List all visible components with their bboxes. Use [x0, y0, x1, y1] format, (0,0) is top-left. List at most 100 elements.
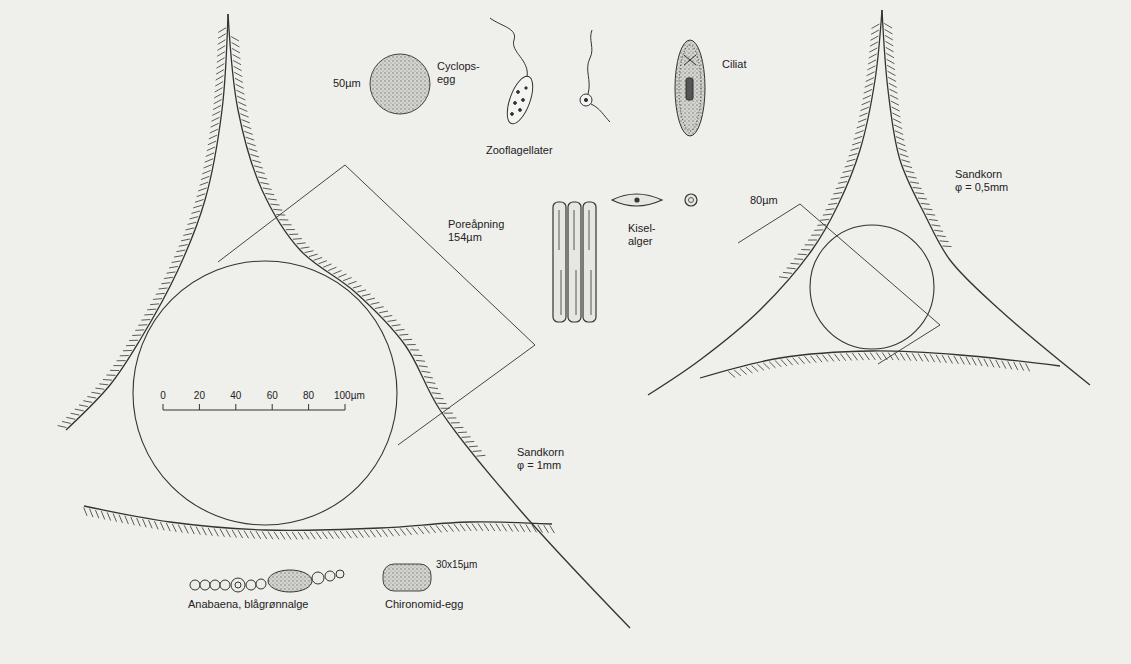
grain-hatching	[828, 203, 837, 204]
grain-hatching	[237, 96, 245, 100]
grain-hatching	[820, 219, 829, 221]
grain-hatching	[240, 114, 248, 117]
grain-hatching	[934, 230, 943, 231]
grain-hatching	[454, 427, 463, 428]
grain-hatching	[852, 353, 857, 360]
grain-hatching	[169, 266, 178, 267]
grain-hatching	[890, 95, 898, 99]
grain-hatching	[473, 450, 482, 452]
grain-label: Sandkorn φ = 1mm	[517, 446, 573, 472]
grain-hatching	[234, 72, 242, 76]
grain-hatching	[220, 529, 224, 537]
grain-hatching	[239, 108, 247, 112]
grain-hatching	[918, 354, 923, 362]
grain-hatching	[352, 531, 357, 538]
grain-hatching	[811, 234, 820, 235]
grain-hatching	[436, 525, 442, 532]
grain-hatching	[322, 532, 327, 539]
grain-hatching	[358, 530, 363, 537]
grain-hatching	[858, 353, 863, 360]
scale-tick	[272, 404, 273, 410]
grain-hatching	[71, 413, 80, 415]
grain-hatching	[869, 48, 877, 52]
grain-hatching	[328, 531, 333, 538]
size-label: 50µm	[333, 77, 361, 90]
grain-hatching	[233, 60, 241, 64]
grain-hatching	[840, 176, 849, 178]
grain-hatching	[183, 233, 192, 235]
grain-hatching	[101, 511, 104, 519]
grain-hatching	[867, 66, 875, 70]
grain-hatching	[279, 219, 288, 220]
grain-hatching	[62, 421, 71, 423]
grain-hatching	[442, 525, 448, 532]
grain-hatching	[348, 281, 357, 284]
grain-hatching	[156, 293, 165, 295]
grain-hatching	[190, 526, 194, 534]
grain-hatching	[1002, 361, 1006, 369]
grain-hatching	[978, 358, 982, 366]
grain-hatching	[867, 72, 875, 76]
grain-hatching	[948, 356, 952, 364]
grain-hatching	[166, 523, 170, 531]
grain-hatching	[95, 510, 98, 518]
grain-hatching	[1008, 361, 1012, 369]
grain-hatching	[799, 357, 805, 364]
grain-hatching	[954, 356, 958, 364]
grain-hatching	[886, 47, 894, 51]
grain-hatching	[144, 314, 153, 316]
grain-hatching	[392, 325, 401, 326]
grain-hatching	[209, 135, 217, 139]
grain-hatching	[126, 345, 135, 346]
grain-hatching	[937, 236, 946, 237]
grain-hatching	[132, 335, 141, 336]
grain-hatching	[864, 353, 869, 360]
grain-hatching	[357, 290, 366, 292]
grain-hatching	[787, 267, 796, 269]
grain-hatching	[814, 229, 823, 231]
grain-hatching	[887, 65, 895, 69]
grain-hatching	[876, 352, 881, 359]
grain-hatching	[828, 354, 833, 361]
grain-hatching	[846, 353, 851, 360]
grain-hatching	[746, 367, 753, 373]
grain-hatching	[338, 274, 346, 277]
grain-hatching	[900, 154, 909, 157]
grain-hatching	[207, 147, 215, 151]
organism-label: Cyclops- egg	[437, 60, 487, 86]
grain-hatching	[280, 532, 285, 540]
grain-hatching	[113, 365, 122, 366]
grain-hatching	[454, 524, 459, 531]
grain-hatching	[95, 388, 104, 389]
grain-hatching	[218, 40, 226, 45]
scale-number: 100µm	[334, 389, 365, 402]
grain-hatching	[868, 60, 876, 64]
grain-hatching	[892, 113, 900, 117]
sand-grains	[58, 10, 1090, 628]
grain-hatching	[897, 142, 905, 145]
grain-hatching	[871, 30, 879, 34]
grain-hatching	[235, 78, 243, 82]
grain-hatching	[845, 165, 854, 167]
grain-hatching	[901, 160, 910, 163]
grain-hatching	[538, 525, 543, 533]
grain-hatching	[214, 100, 222, 104]
grain-hatching	[246, 137, 254, 140]
grain-hatching	[309, 254, 318, 256]
grain-hatching	[444, 413, 453, 414]
grain-hatching	[333, 270, 341, 273]
grain-hatching	[838, 182, 847, 184]
grain-hatching	[886, 53, 894, 57]
grain-hatching	[83, 401, 92, 403]
grain-hatching	[932, 225, 941, 226]
grain-hatching	[99, 383, 108, 385]
grain-hatching	[310, 532, 315, 539]
grain-hatching	[472, 523, 477, 530]
grain-hatching	[888, 77, 896, 81]
grain-hatching	[178, 525, 182, 533]
grain-hatching	[217, 46, 225, 51]
grain-hatching	[855, 131, 863, 134]
grain-hatching	[857, 125, 865, 128]
grain-hatching	[125, 516, 128, 524]
